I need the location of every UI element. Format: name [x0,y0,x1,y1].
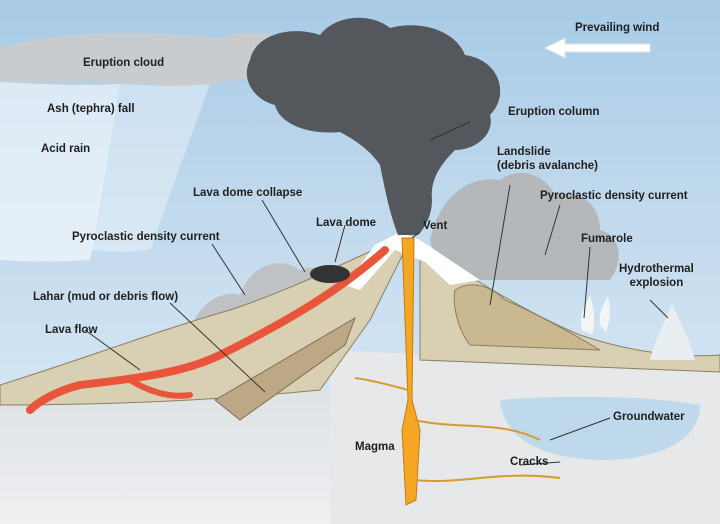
label-hydrothermal-explosion: Hydrothermal explosion [619,262,694,290]
label-pdc-left: Pyroclastic density current [72,231,220,243]
label-acid-rain: Acid rain [41,143,91,155]
eruption-cloud [0,32,300,86]
label-prevailing-wind: Prevailing wind [575,22,660,34]
label-landslide-line2: (debris avalanche) [497,160,598,172]
magma-conduit [401,237,421,506]
fumarole-steam [580,295,610,335]
hydrothermal-plume [650,305,695,360]
label-eruption-column: Eruption column [508,106,600,118]
crust-block [0,390,330,524]
label-vent: Vent [423,220,448,232]
lahar-channel [214,316,356,421]
label-groundwater: Groundwater [613,411,685,423]
label-fumarole: Fumarole [581,233,633,245]
snow-cap [345,232,480,290]
label-hydrothermal-line1: Hydrothermal [619,263,694,275]
label-pdc-right: Pyroclastic density current [540,190,688,202]
label-lava-dome: Lava dome [316,217,377,229]
lava-dome-shape [310,265,350,283]
label-ash-fall: Ash (tephra) fall [47,103,135,115]
pdc-billows-right [430,172,619,280]
label-eruption-cloud: Eruption cloud [83,57,165,69]
label-magma: Magma [355,441,395,453]
label-landslide-line1: Landslide [497,146,551,158]
label-lava-flow: Lava flow [45,324,98,336]
cracks [354,377,561,483]
leader-lines [84,121,669,466]
groundwater-zone [500,396,700,460]
wind-arrow-icon [543,37,651,59]
lava-flow [26,246,389,414]
label-cracks: Cracks [510,456,549,468]
lava-flow-branch [127,377,193,399]
eruption-column [246,17,501,235]
label-lahar: Lahar (mud or debris flow) [33,291,179,303]
label-hydrothermal-line2: explosion [629,277,684,289]
acid-rain-streaks [90,84,210,252]
label-landslide: Landslide (debris avalanche) [497,145,598,173]
label-lava-dome-collapse: Lava dome collapse [193,187,303,199]
ash-fall-streaks [0,82,120,262]
